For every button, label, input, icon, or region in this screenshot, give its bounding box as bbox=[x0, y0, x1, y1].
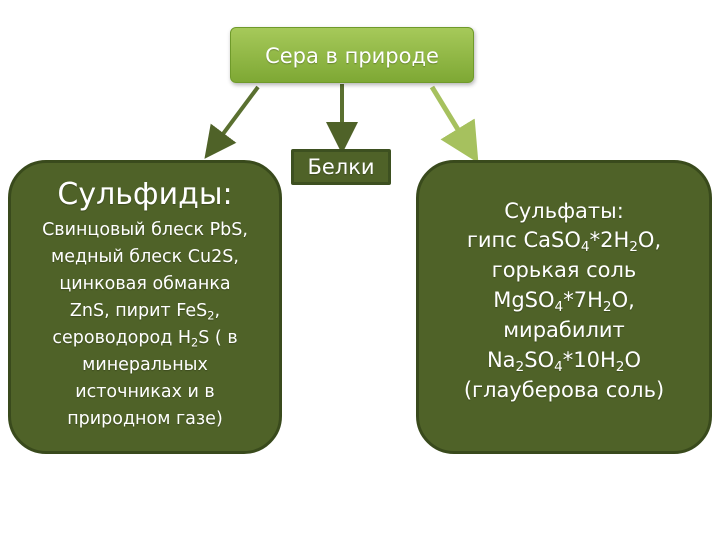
sulfides-line: цинковая обманка bbox=[59, 274, 231, 294]
root-node-sulfur-in-nature: Сера в природе bbox=[230, 27, 474, 83]
subscript: 4 bbox=[554, 299, 564, 316]
sulfides-line: источниках и в bbox=[75, 382, 215, 402]
sulfides-line: природном газе) bbox=[67, 409, 223, 429]
sulfides-line: медный блеск Cu2S, bbox=[51, 247, 239, 267]
subscript: 2 bbox=[602, 299, 612, 316]
sulfides-line: сероводород H2S ( в bbox=[52, 328, 238, 350]
sulfates-line: Na2SO4*10H2O bbox=[486, 348, 642, 376]
subscript: 4 bbox=[554, 359, 563, 376]
sulfates-line: горькая соль bbox=[491, 258, 637, 282]
sulfides-line: ZnS, пирит FeS2, bbox=[69, 301, 221, 323]
sulfides-heading: Сульфиды: bbox=[57, 177, 233, 212]
node-sulfides: Сульфиды: Свинцовый блеск PbS, медный бле… bbox=[8, 160, 282, 454]
sulfates-heading: Сульфаты: bbox=[504, 199, 624, 223]
subscript: 4 bbox=[580, 239, 590, 256]
subscript: 2 bbox=[629, 239, 638, 256]
sulfides-line: Свинцовый блеск PbS, bbox=[42, 220, 248, 240]
root-node-label: Сера в природе bbox=[265, 44, 439, 68]
node-proteins: Белки bbox=[291, 149, 391, 185]
sulfates-line: MgSO4*7H2O, bbox=[493, 288, 635, 316]
subscript: 2 bbox=[207, 308, 215, 323]
sulfates-line: (глауберова соль) bbox=[463, 378, 665, 402]
proteins-label: Белки bbox=[307, 155, 375, 179]
sulfates-line: мирабилит bbox=[503, 318, 625, 342]
arrow-to-sulfides bbox=[204, 85, 260, 159]
subscript: 2 bbox=[191, 335, 199, 350]
sulfides-list: Свинцовый блеск PbS, медный блеск Cu2S, ци… bbox=[21, 217, 269, 433]
subscript: 2 bbox=[515, 359, 525, 376]
arrow-to-sulfates bbox=[429, 85, 479, 164]
sulfides-line: минеральных bbox=[82, 355, 208, 375]
sulfates-line: гипс CaSO4*2H2O, bbox=[466, 228, 662, 256]
subscript: 2 bbox=[615, 359, 625, 376]
